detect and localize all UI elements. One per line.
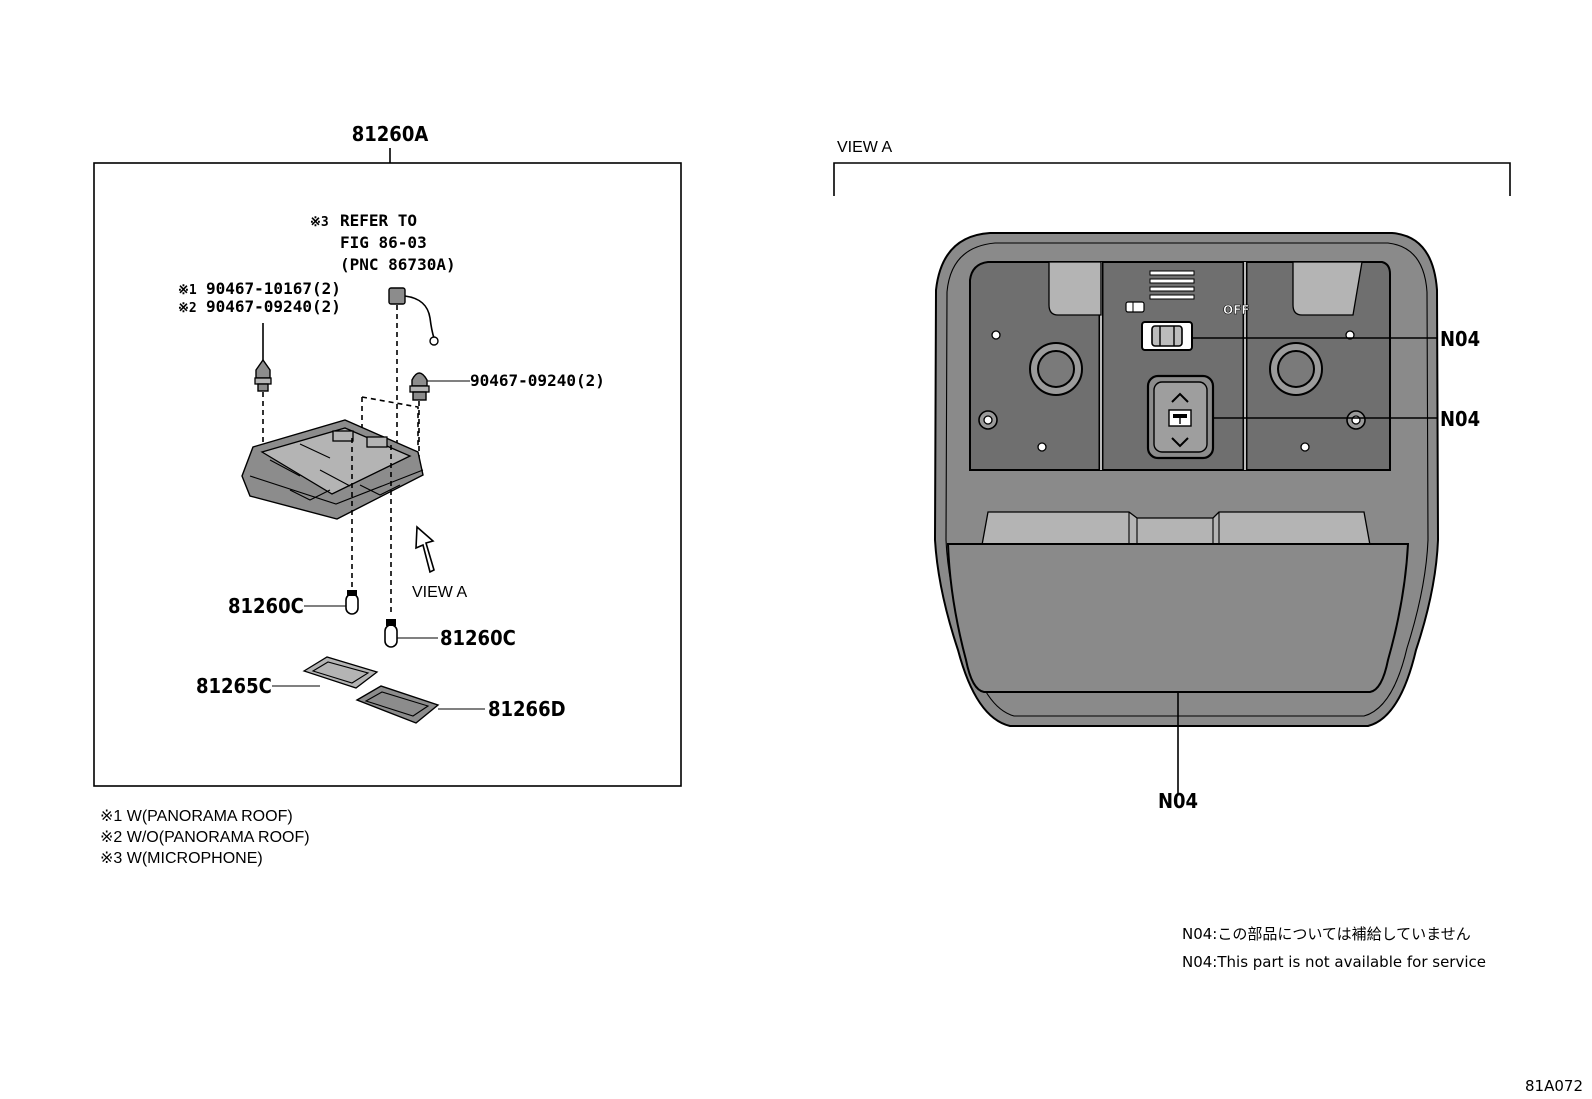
clip-right: 90467-09240(2) (409, 371, 605, 460)
callout-switch[interactable]: N04 (1440, 327, 1480, 351)
service-note-jp: N04:この部品については補給していません (1182, 925, 1471, 943)
microphone-connector (388, 287, 439, 450)
service-note-en: N04:This part is not available for servi… (1182, 953, 1486, 971)
assembly-part-number[interactable]: 81260A (352, 122, 429, 146)
footnote-2: ※2 W/O(PANORAMA ROOF) (100, 829, 310, 846)
sunroof-switch[interactable] (1146, 374, 1215, 460)
footnotes: ※1 W(PANORAMA ROOF) ※2 W/O(PANORAMA ROOF… (100, 808, 310, 867)
clip-part-number[interactable]: 90467-09240(2) (470, 371, 605, 390)
refer-note: ※3 REFER TO FIG 86-03 (PNC 86730A) (310, 211, 456, 274)
callout-button[interactable]: N04 (1440, 407, 1480, 431)
bulb-left: 81260C (228, 438, 359, 618)
refer-note-line1: REFER TO (340, 211, 417, 230)
refer-note-line2[interactable]: FIG 86-03 (340, 233, 427, 252)
door-icon (1125, 301, 1145, 313)
view-a-label-left: VIEW A (412, 584, 467, 601)
callout-bottom[interactable]: N04 (1158, 789, 1198, 813)
assembly-frame (93, 162, 682, 787)
bulb-right: 81260C (384, 445, 516, 650)
lens-right-part-number[interactable]: 81266D (488, 697, 566, 721)
footnote-3: ※3 W(MICROPHONE) (100, 850, 263, 867)
lens-right: 81266D (355, 685, 566, 724)
service-note: N04:この部品については補給していません N04:This part is n… (1182, 925, 1486, 971)
bulb-right-part-number[interactable]: 81260C (440, 626, 516, 650)
view-a-arrow: VIEW A (412, 525, 467, 601)
off-label: OFF (1223, 303, 1250, 317)
screw-part-2[interactable]: 90467-09240(2) (206, 297, 341, 316)
screw-label-mark-2: ※2 (178, 301, 197, 316)
view-a-title: VIEW A (837, 139, 892, 156)
door-lamp-switch[interactable]: OFF (1125, 301, 1250, 351)
view-a-figure: VIEW A (833, 139, 1511, 813)
left-lamp (978, 330, 1083, 452)
screw-label-mark-1: ※1 (178, 283, 197, 298)
lens-left: 81265C (196, 656, 379, 698)
sunglass-holder-door[interactable] (946, 543, 1410, 693)
bulb-left-part-number[interactable]: 81260C (228, 594, 304, 618)
screw-labels: ※1 90467-10167(2) ※2 90467-09240(2) (178, 279, 341, 316)
footnote-1: ※1 W(PANORAMA ROOF) (100, 808, 293, 825)
chevron-up-icon (1171, 392, 1189, 403)
lens-left-part-number[interactable]: 81265C (196, 674, 272, 698)
right-lamp (1269, 330, 1366, 452)
map-lamp-housing (241, 396, 424, 520)
microphone-grille-icon (1149, 270, 1195, 300)
sunroof-icon (1168, 409, 1192, 427)
screw-part-1[interactable]: 90467-10167(2) (206, 279, 341, 298)
figure-id: 81A072 (1525, 1077, 1583, 1095)
chevron-down-icon (1171, 437, 1189, 448)
screw-left (254, 323, 272, 455)
left-assembly-figure: 81260A ※3 REFER TO FIG 86-03 (PNC 86730A… (93, 122, 682, 787)
refer-note-mark: ※3 (310, 215, 329, 230)
refer-note-line3[interactable]: (PNC 86730A) (340, 255, 456, 274)
